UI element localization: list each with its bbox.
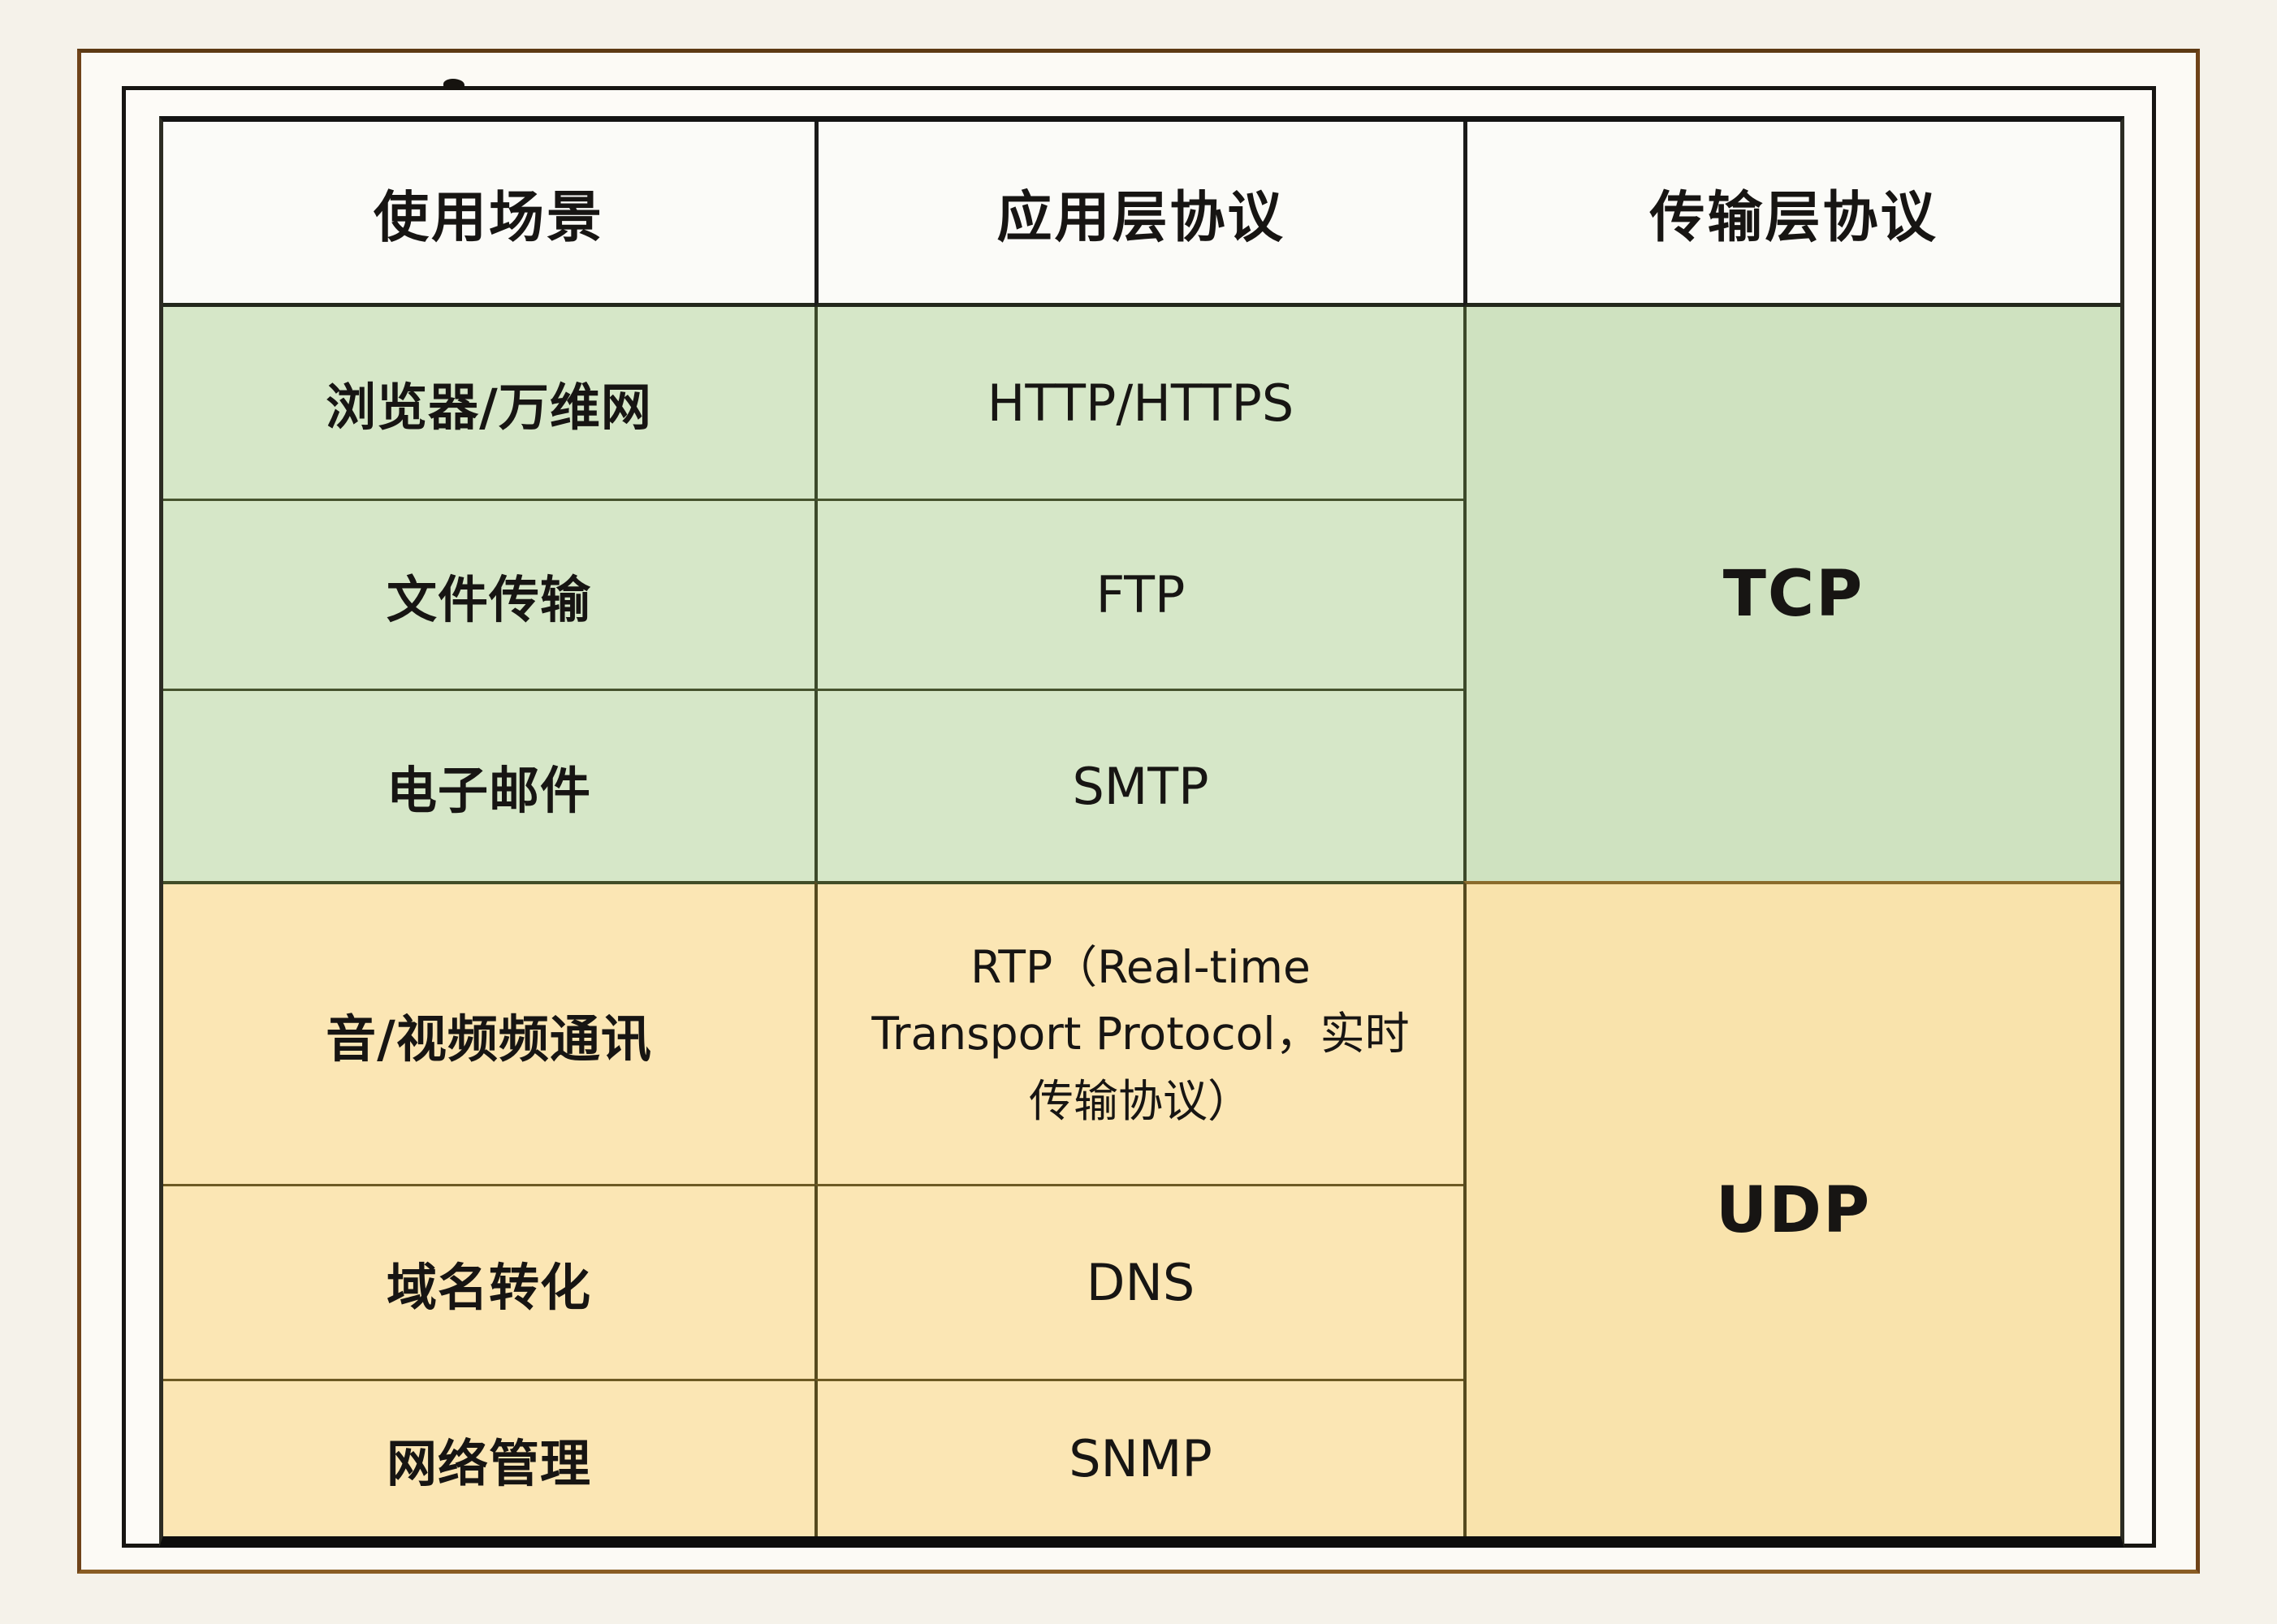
protocol-label: SNMP [1069, 1429, 1212, 1488]
scenario-label: 域名转化 [386, 1257, 591, 1317]
cell-protocol-rtp: RTP（Real-time Transport Protocol，实时 传输协议… [814, 881, 1463, 1184]
protocol-label: SMTP [1072, 756, 1209, 816]
cell-protocol-snmp: SNMP [814, 1379, 1463, 1536]
cell-scenario-domain-name: 域名转化 [163, 1184, 814, 1379]
cell-protocol-http-https: HTTP/HTTPS [814, 307, 1463, 499]
scenario-label: 网络管理 [386, 1433, 591, 1493]
cell-merged-tcp: TCP [1463, 307, 2120, 881]
cell-scenario-browser-www: 浏览器/万维网 [163, 307, 814, 499]
header-cell-usage-scenario: 使用场景 [163, 122, 814, 307]
frame-nick-mark [443, 79, 464, 90]
cell-scenario-file-transfer: 文件传输 [163, 499, 814, 689]
header-label: 传输层协议 [1649, 186, 1938, 250]
protocol-label: FTP [1095, 565, 1186, 624]
cell-scenario-email: 电子邮件 [163, 689, 814, 881]
cell-scenario-network-management: 网络管理 [163, 1379, 814, 1536]
scenario-label: 浏览器/万维网 [326, 378, 652, 437]
cell-scenario-av-communication: 音/视频频通讯 [163, 881, 814, 1184]
scenario-label: 电子邮件 [386, 761, 591, 820]
rtp-line-2: Transport Protocol，实时 [871, 1008, 1410, 1060]
protocol-label: HTTP/HTTPS [987, 373, 1294, 433]
header-label: 使用场景 [373, 186, 604, 250]
tcp-label: TCP [1722, 557, 1864, 631]
rtp-line-1: RTP（Real-time [970, 940, 1311, 993]
protocol-label: DNS [1086, 1253, 1195, 1312]
cell-merged-udp: UDP [1463, 881, 2120, 1536]
cell-protocol-dns: DNS [814, 1184, 1463, 1379]
scenario-label: 文件传输 [386, 569, 591, 629]
cell-protocol-ftp: FTP [814, 499, 1463, 689]
header-cell-app-protocol: 应用层协议 [814, 122, 1463, 307]
header-label: 应用层协议 [996, 186, 1285, 250]
header-cell-transport-protocol: 传输层协议 [1463, 122, 2120, 307]
cell-protocol-smtp: SMTP [814, 689, 1463, 881]
scenario-label: 音/视频频通讯 [326, 1009, 652, 1069]
rtp-line-3: 传输协议） [1028, 1074, 1252, 1127]
protocol-table: 使用场景 应用层协议 传输层协议 浏览器/万维网 HTTP/HTTPS TCP … [159, 116, 2124, 1548]
udp-label: UDP [1715, 1173, 1872, 1247]
